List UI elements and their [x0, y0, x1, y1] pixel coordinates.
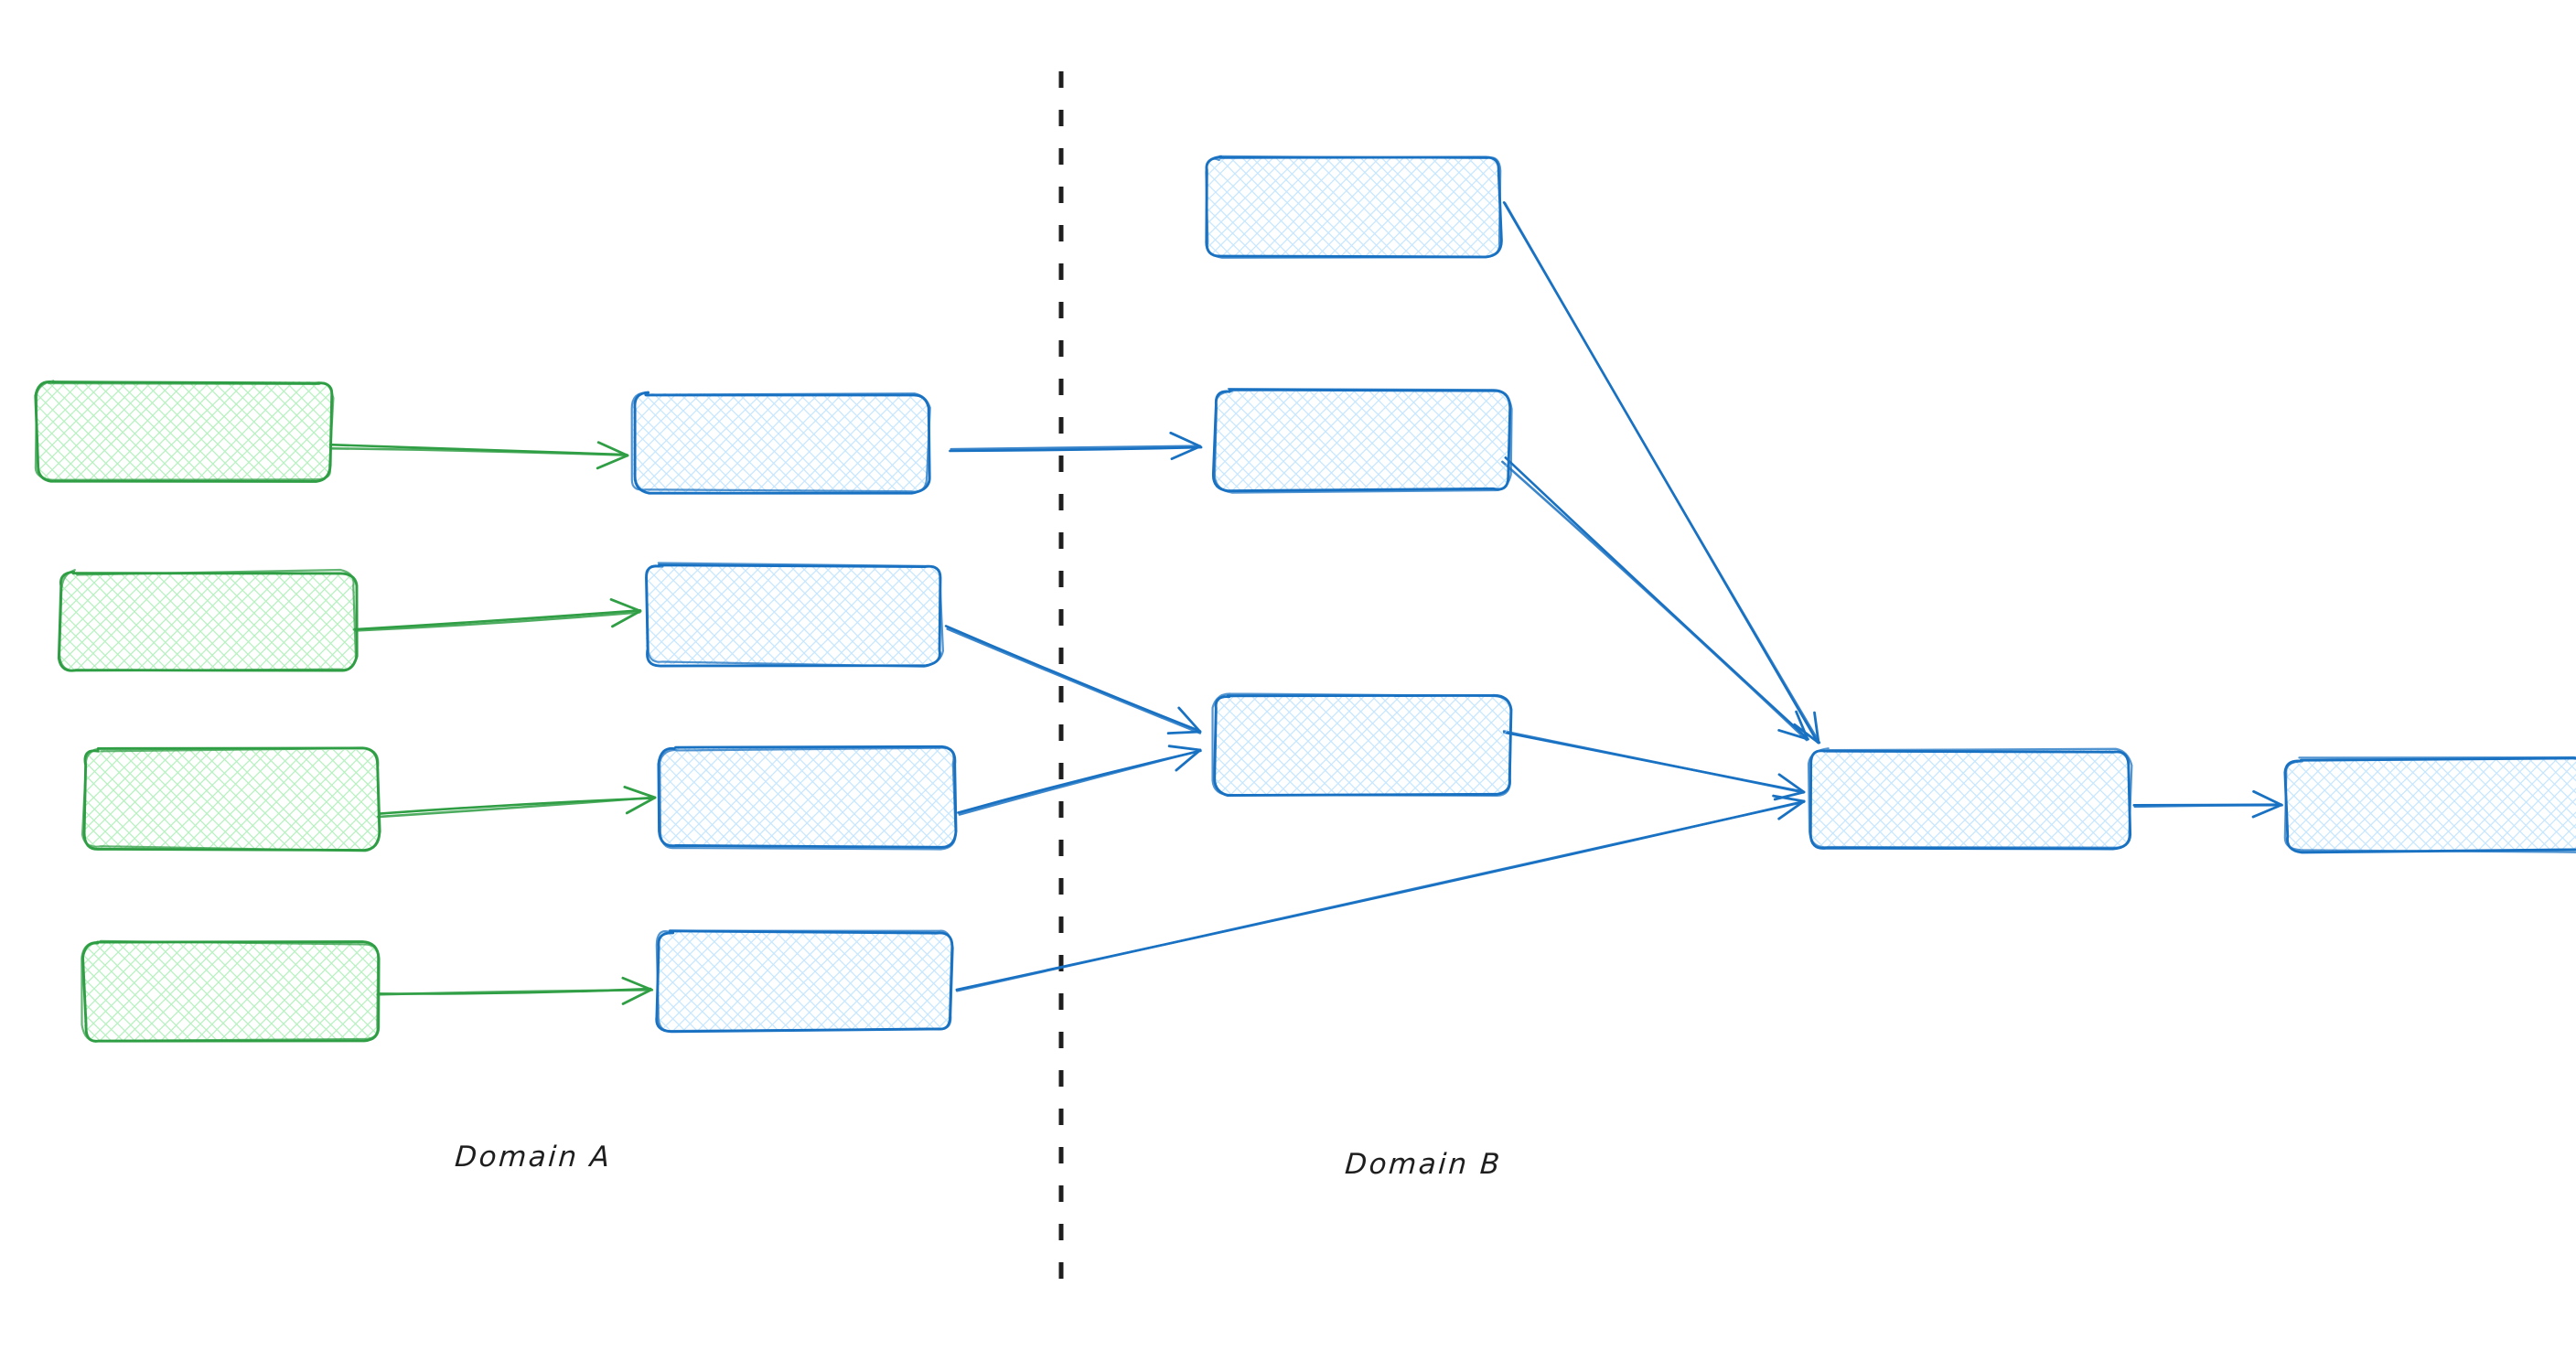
node-b-in-3[interactable]	[1080, 684, 1644, 804]
edge-e8	[955, 794, 1806, 992]
edge-e9	[1502, 201, 1821, 745]
node-a-src-1[interactable]	[0, 370, 464, 490]
edge-e6	[944, 625, 1202, 735]
edge-e12	[2132, 789, 2283, 819]
edge-e2	[352, 598, 642, 632]
edge-layer	[328, 201, 2283, 1005]
edge-e10	[1501, 456, 1809, 742]
node-a-src-3[interactable]	[0, 739, 511, 859]
node-a-src-2[interactable]	[0, 562, 489, 681]
node-a-mid-3[interactable]	[524, 737, 1088, 857]
edge-e3	[376, 786, 657, 819]
label-domain-a: Domain A	[454, 1141, 613, 1174]
node-a-mid-2[interactable]	[511, 554, 1075, 674]
edge-e4	[376, 976, 654, 1005]
node-a-mid-1[interactable]	[498, 383, 1060, 503]
label-domain-b: Domain B	[1344, 1148, 1503, 1181]
node-a-mid-4[interactable]	[522, 920, 1085, 1040]
edge-e5	[949, 431, 1203, 461]
edge-e1	[328, 441, 629, 470]
node-b-in-1[interactable]	[1070, 146, 1634, 266]
node-b-out[interactable]	[2159, 748, 2576, 861]
node-a-src-4[interactable]	[0, 932, 511, 1052]
node-layer	[0, 146, 2576, 1052]
edge-e11	[1502, 730, 1806, 801]
edge-e7	[957, 745, 1202, 816]
node-b-in-2[interactable]	[1079, 381, 1644, 500]
node-b-hub[interactable]	[1675, 739, 2263, 859]
